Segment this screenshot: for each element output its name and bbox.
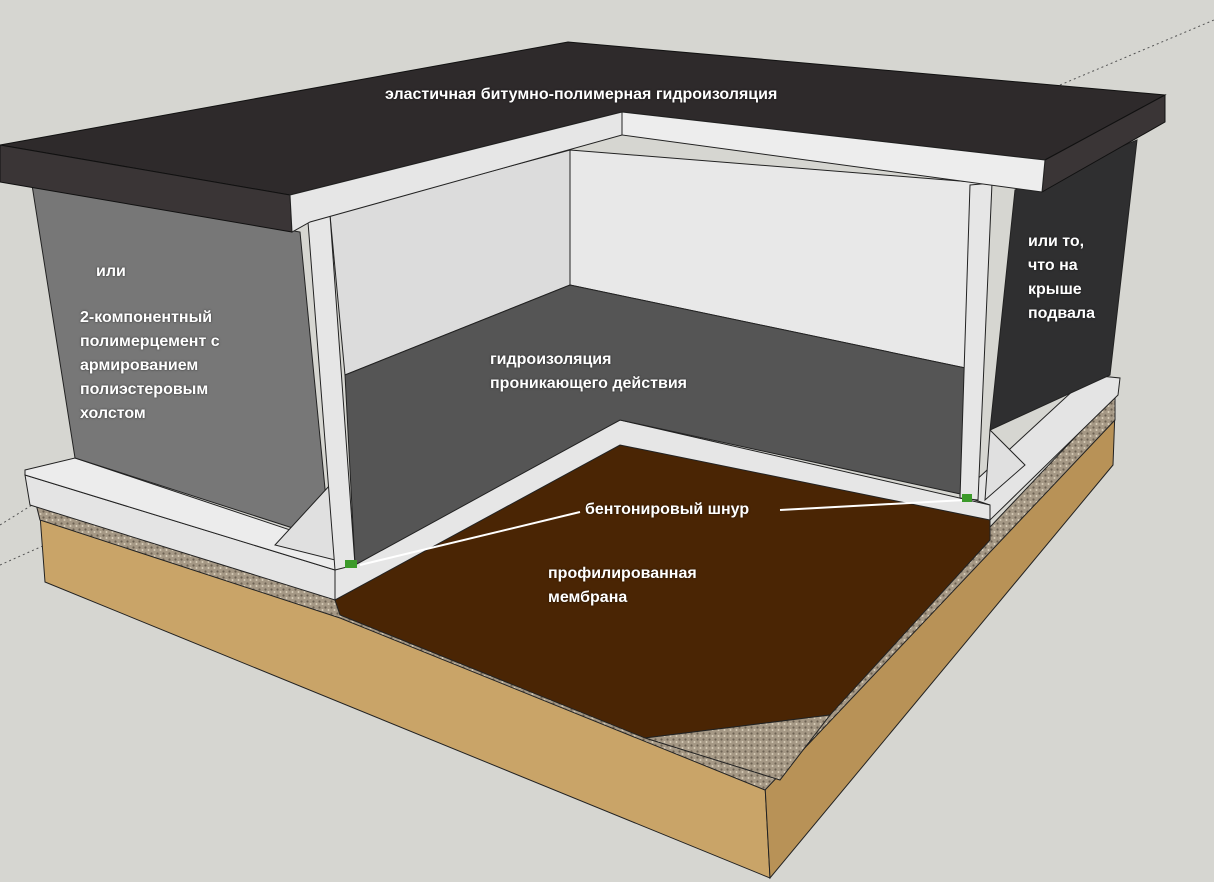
inner-waterproofing-label: гидроизоляция проникающего действия bbox=[490, 351, 687, 392]
right-wall-fillet bbox=[984, 428, 1026, 502]
membrane-label: профилированная мембрана bbox=[548, 565, 697, 606]
roof-label: эластичная битумно-полимерная гидроизоля… bbox=[385, 86, 778, 103]
bentonite-cord-left bbox=[345, 560, 357, 568]
bentonite-cord-right bbox=[962, 494, 972, 502]
or-label-left: или bbox=[96, 263, 126, 280]
cord-pointer-left bbox=[359, 511, 581, 566]
guide-line bbox=[0, 544, 46, 566]
gravel-patch bbox=[644, 714, 832, 781]
guide-line bbox=[1059, 19, 1214, 86]
roof-inner-slab-left bbox=[289, 111, 623, 233]
bentonite-cord-label: бентонировый шнур bbox=[585, 501, 750, 518]
cord-pointer-right bbox=[779, 499, 966, 511]
right-wall-label: или то, что на крыше подвала bbox=[1028, 233, 1095, 322]
roof-inner-slab-right bbox=[621, 111, 1046, 193]
left-wall-label: 2-компонентный полимерцемент с армирован… bbox=[80, 309, 220, 422]
